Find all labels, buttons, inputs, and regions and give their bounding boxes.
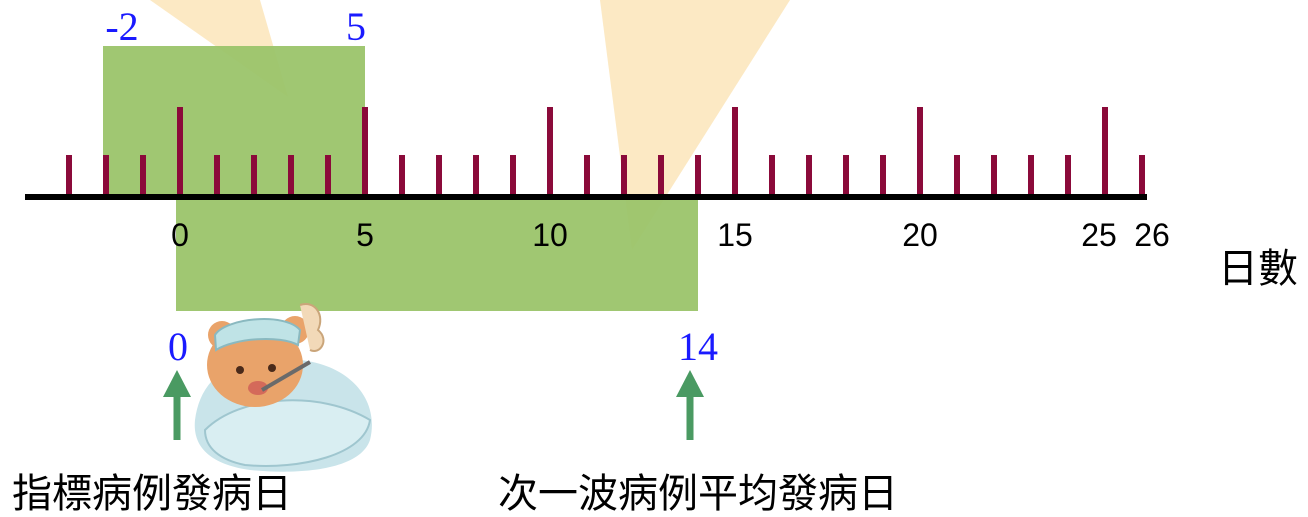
minor-tick (584, 155, 590, 197)
minor-tick (214, 155, 220, 197)
minor-tick (1028, 155, 1034, 197)
minor-tick (769, 155, 775, 197)
minor-tick (510, 155, 516, 197)
minor-tick (658, 155, 664, 197)
tick-label: 15 (717, 217, 753, 253)
tick-label: 10 (532, 217, 568, 253)
major-tick (177, 107, 183, 197)
infection-window-rect (103, 46, 365, 197)
infection-window-start-label: -2 (105, 4, 138, 49)
secondary-window-rect (176, 198, 698, 311)
minor-tick (325, 155, 331, 197)
minor-tick (1139, 155, 1145, 197)
secondary-window-end-label: 14 (678, 324, 718, 369)
minor-tick (843, 155, 849, 197)
onset-arrows (163, 370, 704, 440)
minor-tick (991, 155, 997, 197)
minor-tick (103, 155, 109, 197)
tick-label: 25 (1081, 217, 1117, 253)
minor-tick (954, 155, 960, 197)
index-case-onset-arrow-head (163, 370, 191, 397)
axis-unit-label: 日數 (1218, 246, 1298, 292)
major-tick (362, 107, 368, 197)
secondary-window-start-label: 0 (168, 324, 188, 369)
tick-label: 26 (1134, 217, 1170, 253)
minor-tick (66, 155, 72, 197)
major-tick (732, 107, 738, 197)
major-tick (547, 107, 553, 197)
minor-tick (436, 155, 442, 197)
minor-tick (288, 155, 294, 197)
tick-label: 0 (171, 217, 189, 253)
day-ticks (66, 107, 1145, 197)
minor-tick (473, 155, 479, 197)
minor-tick (1065, 155, 1071, 197)
callout-tail-right (600, 0, 790, 250)
minor-tick (251, 155, 257, 197)
minor-tick (621, 155, 627, 197)
tick-label: 5 (356, 217, 374, 253)
tick-label: 20 (902, 217, 938, 253)
minor-tick (399, 155, 405, 197)
day-tick-labels: 0 5 10 15 20 25 26 (171, 217, 1170, 253)
infection-window-end-label: 5 (346, 4, 366, 49)
minor-tick (695, 155, 701, 197)
major-tick (917, 107, 923, 197)
secondary-case-mean-onset-arrow-head (676, 370, 704, 397)
minor-tick (140, 155, 146, 197)
major-tick (1102, 107, 1108, 197)
sick-bear-in-bed-icon (194, 303, 372, 472)
secondary-case-mean-onset-label: 次一波病例平均發病日 (498, 471, 898, 517)
index-case-onset-label: 指標病例發病日 (12, 471, 292, 517)
minor-tick (806, 155, 812, 197)
minor-tick (880, 155, 886, 197)
